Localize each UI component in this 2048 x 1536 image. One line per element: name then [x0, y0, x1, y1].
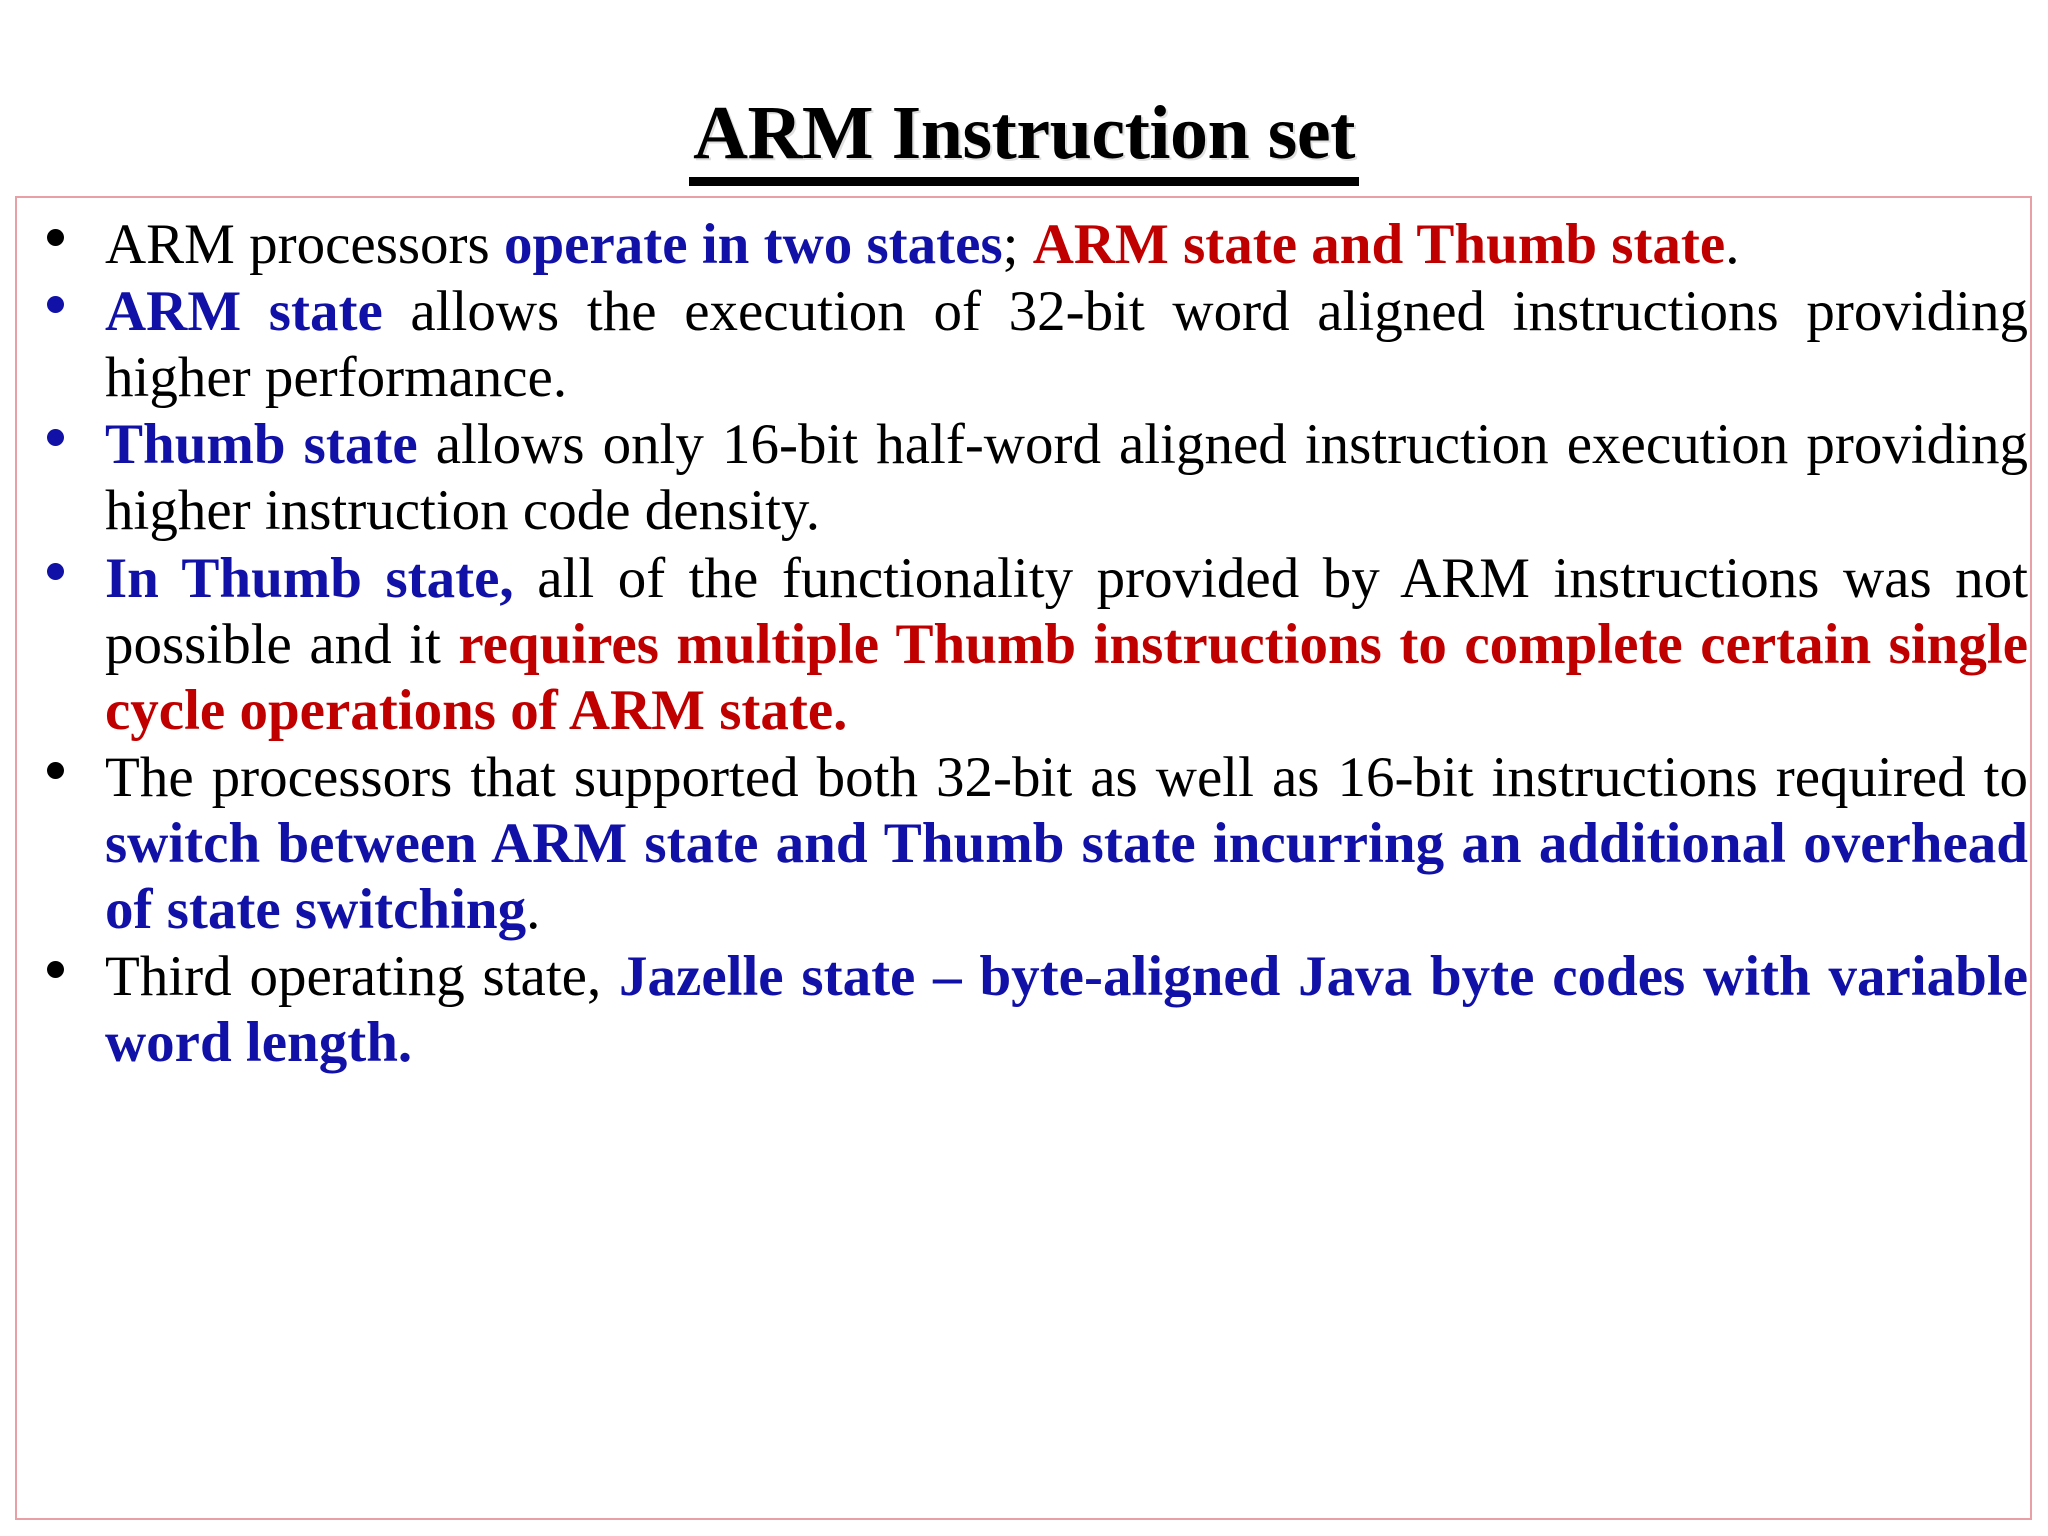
text-run: ARM processors — [105, 213, 504, 276]
list-item: ARM state allows the execution of 32-bit… — [19, 279, 2028, 411]
text-run: The processors that supported both 32-bi… — [105, 745, 2028, 809]
bullet-dot-icon — [47, 961, 64, 979]
text-run: Jazelle state – byte-aligned Java byte c… — [105, 945, 2028, 1075]
text-run: ARM state — [105, 280, 383, 344]
list-item: Third operating state, Jazelle state – b… — [19, 944, 2028, 1076]
text-run: operate in two states — [503, 213, 1003, 276]
list-item-text: In Thumb state, all of the functionality… — [105, 547, 2028, 742]
list-item: In Thumb state, all of the functionality… — [19, 546, 2028, 744]
list-item-text: Thumb state allows only 16-bit half-word… — [105, 413, 2028, 542]
list-item-text: ARM processors operate in two states; AR… — [105, 213, 1739, 276]
text-run: In Thumb state, — [105, 546, 514, 610]
bullet-dot-icon — [47, 296, 64, 314]
list-item-text: ARM state allows the execution of 32-bit… — [105, 280, 2028, 409]
bullet-dot-icon — [47, 429, 64, 447]
text-run: allows the execution of 32-bit word alig… — [105, 280, 2028, 410]
text-run: Thumb state — [105, 413, 418, 477]
content-frame: ARM processors operate in two states; AR… — [15, 196, 2032, 1520]
title-block: ARM Instruction set — [0, 44, 2048, 237]
text-run: . — [526, 878, 541, 942]
list-item: ARM processors operate in two states; AR… — [19, 212, 2028, 278]
text-run: allows only 16-bit half-word aligned ins… — [105, 413, 2029, 543]
list-item-text: The processors that supported both 32-bi… — [105, 746, 2028, 941]
text-run: switch between ARM state and Thumb state… — [105, 811, 2028, 942]
text-run: requires multiple Thumb instructions to … — [105, 612, 2029, 742]
bullet-dot-icon — [47, 562, 64, 580]
bullet-dot-icon — [47, 229, 64, 247]
page-title: ARM Instruction set — [689, 95, 1359, 186]
bullet-list: ARM processors operate in two states; AR… — [19, 212, 2028, 1076]
text-run: Third operating state, — [105, 945, 620, 1009]
list-item: Thumb state allows only 16-bit half-word… — [19, 412, 2028, 544]
list-item: The processors that supported both 32-bi… — [19, 745, 2028, 943]
text-run: ARM state and Thumb state — [1032, 213, 1726, 276]
text-run: . — [1725, 213, 1740, 276]
bullet-dot-icon — [47, 761, 64, 779]
text-run: all of the functionality provided by ARM… — [105, 546, 2028, 676]
list-item-text: Third operating state, Jazelle state – b… — [105, 945, 2028, 1074]
text-run: ; — [1002, 213, 1033, 276]
